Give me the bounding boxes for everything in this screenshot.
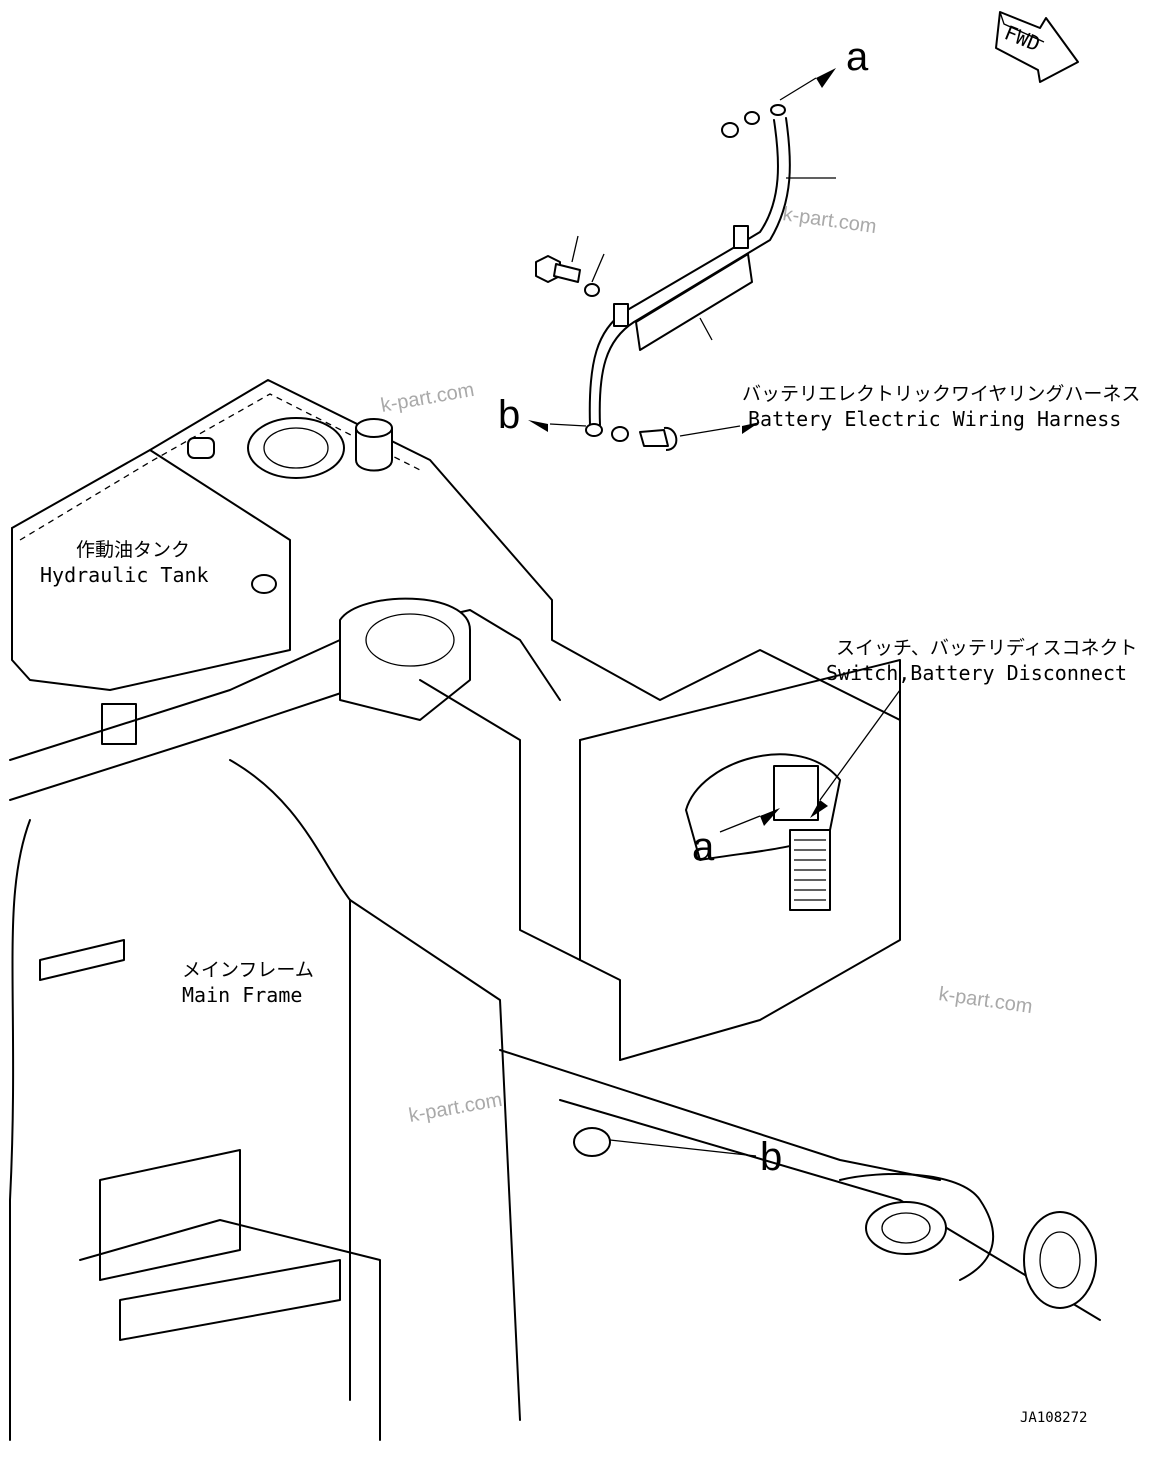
nut [721, 122, 739, 138]
main-frame-drawing [9, 597, 1101, 1441]
harness-label-jp: バッテリエレクトリックワイヤリングハーネス [742, 383, 1140, 405]
frame-label-jp: メインフレーム [182, 959, 314, 981]
switch-label-en: Switch,Battery Disconnect [826, 661, 1127, 685]
washer [744, 111, 760, 125]
callout-a-switch: a [692, 825, 715, 869]
battery-harness-drawing [528, 68, 836, 451]
bolt-shank [553, 263, 581, 283]
washer [584, 283, 600, 297]
watermark: k-part.com [379, 379, 476, 417]
frame-boss [339, 597, 471, 721]
watermark: k-part.com [781, 203, 878, 238]
fwd-arrow-icon: FWD [995, 11, 1079, 83]
frame-bore [865, 1201, 947, 1255]
bolt [639, 426, 678, 451]
callout-b-top: b [498, 393, 520, 437]
washer [611, 426, 629, 442]
harness-cover [635, 253, 753, 351]
harness-label-en: Battery Electric Wiring Harness [748, 407, 1121, 431]
drawing-number: JA108272 [1020, 1410, 1087, 1426]
breather-cap [355, 427, 393, 472]
terminal-b [585, 423, 603, 437]
harness-clamp [733, 225, 749, 249]
watermark: k-part.com [407, 1089, 504, 1127]
tank-label-jp: 作動油タンク [76, 539, 190, 561]
tank-fitting [251, 574, 277, 594]
terminal-a [770, 104, 786, 116]
watermark: k-part.com [937, 983, 1034, 1018]
callout-b-frame: b [760, 1135, 782, 1179]
switch-label-jp: スイッチ、バッテリディスコネクト [836, 637, 1138, 659]
frame-pivot-boss [1023, 1211, 1097, 1309]
tank-filler-port [247, 417, 345, 479]
frame-label-en: Main Frame [182, 983, 302, 1007]
tank-sensor [101, 703, 137, 745]
battery-disconnect-switch [773, 765, 819, 821]
frame-terminal-b [573, 1127, 611, 1157]
tank-fitting [187, 437, 215, 459]
tank-label-en: Hydraulic Tank [40, 563, 209, 587]
hydraulic-tank-drawing [11, 379, 901, 745]
harness-clamp [613, 303, 629, 327]
callout-a-top: a [846, 35, 869, 79]
